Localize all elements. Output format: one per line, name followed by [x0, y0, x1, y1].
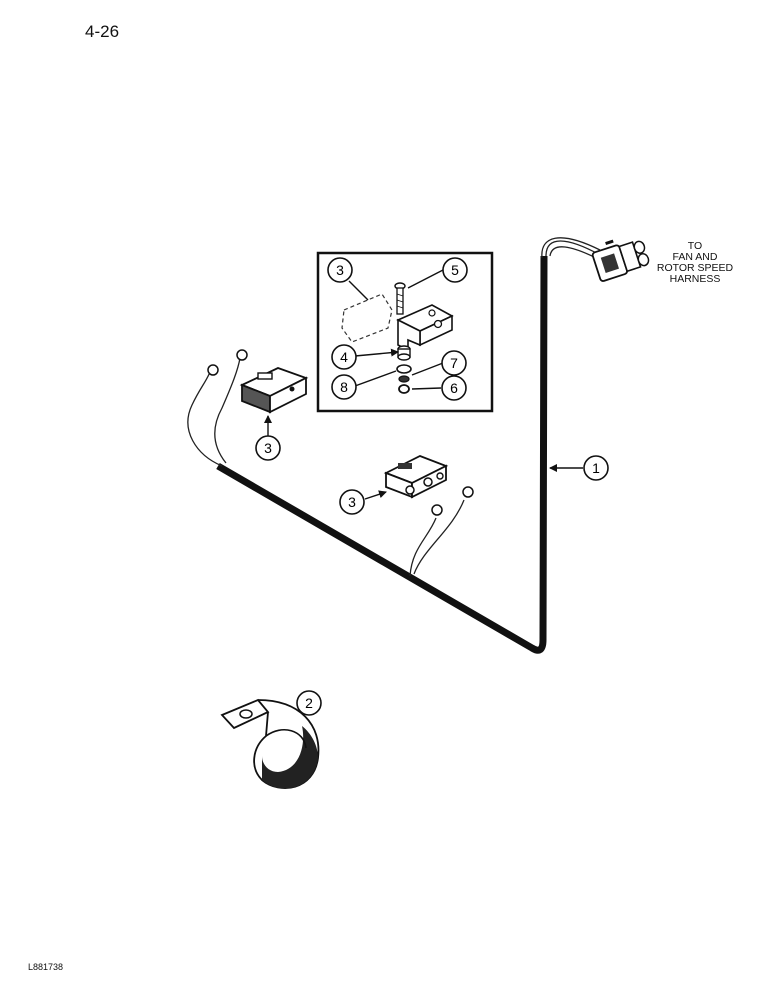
inset-nut — [398, 384, 410, 394]
right-micro-switch — [383, 455, 449, 499]
note-line-4: HARNESS — [669, 273, 721, 285]
wire-harness — [216, 237, 605, 654]
callout-6-label: 6 — [450, 380, 458, 396]
callout-3c-label: 3 — [336, 262, 344, 278]
callout-4-label: 4 — [340, 349, 348, 365]
inset-bracket — [396, 304, 454, 352]
left-switch-leads — [187, 349, 248, 467]
page-number: 4-26 — [85, 22, 120, 41]
callout-4: 4 — [331, 344, 357, 370]
note-line-2: FAN AND — [672, 251, 718, 263]
right-switch-leads — [409, 486, 474, 577]
inset-lockwasher — [398, 375, 410, 383]
callout-3-right-switch: 3 — [339, 489, 365, 515]
callout-5: 5 — [442, 257, 468, 283]
callout-3a-label: 3 — [264, 440, 272, 456]
inset-spacer — [397, 345, 411, 361]
callout-2-label: 2 — [305, 695, 313, 711]
callout-leaders — [264, 269, 583, 500]
callout-3-left-switch: 3 — [255, 435, 281, 461]
note-line-3: ROTOR SPEED — [656, 262, 734, 274]
callout-8-label: 8 — [340, 379, 348, 395]
figure-code: L881738 — [28, 962, 64, 972]
callout-3-inset: 3 — [327, 257, 353, 283]
inset-flat-washer — [396, 364, 412, 374]
callout-7-label: 7 — [450, 355, 458, 371]
callout-6: 6 — [441, 375, 467, 401]
callout-3b-label: 3 — [348, 494, 356, 510]
harness-connection-note: TO FAN AND ROTOR SPEED HARNESS — [640, 241, 750, 285]
inset-screw — [394, 282, 406, 315]
callout-5-label: 5 — [451, 262, 459, 278]
callout-1-label: 1 — [592, 460, 600, 476]
callout-7: 7 — [441, 350, 467, 376]
left-micro-switch — [239, 367, 309, 414]
note-line-1: TO — [687, 240, 703, 252]
callout-8: 8 — [331, 374, 357, 400]
harness-connector — [591, 239, 650, 282]
callout-2: 2 — [296, 690, 322, 716]
callout-1: 1 — [583, 455, 609, 481]
